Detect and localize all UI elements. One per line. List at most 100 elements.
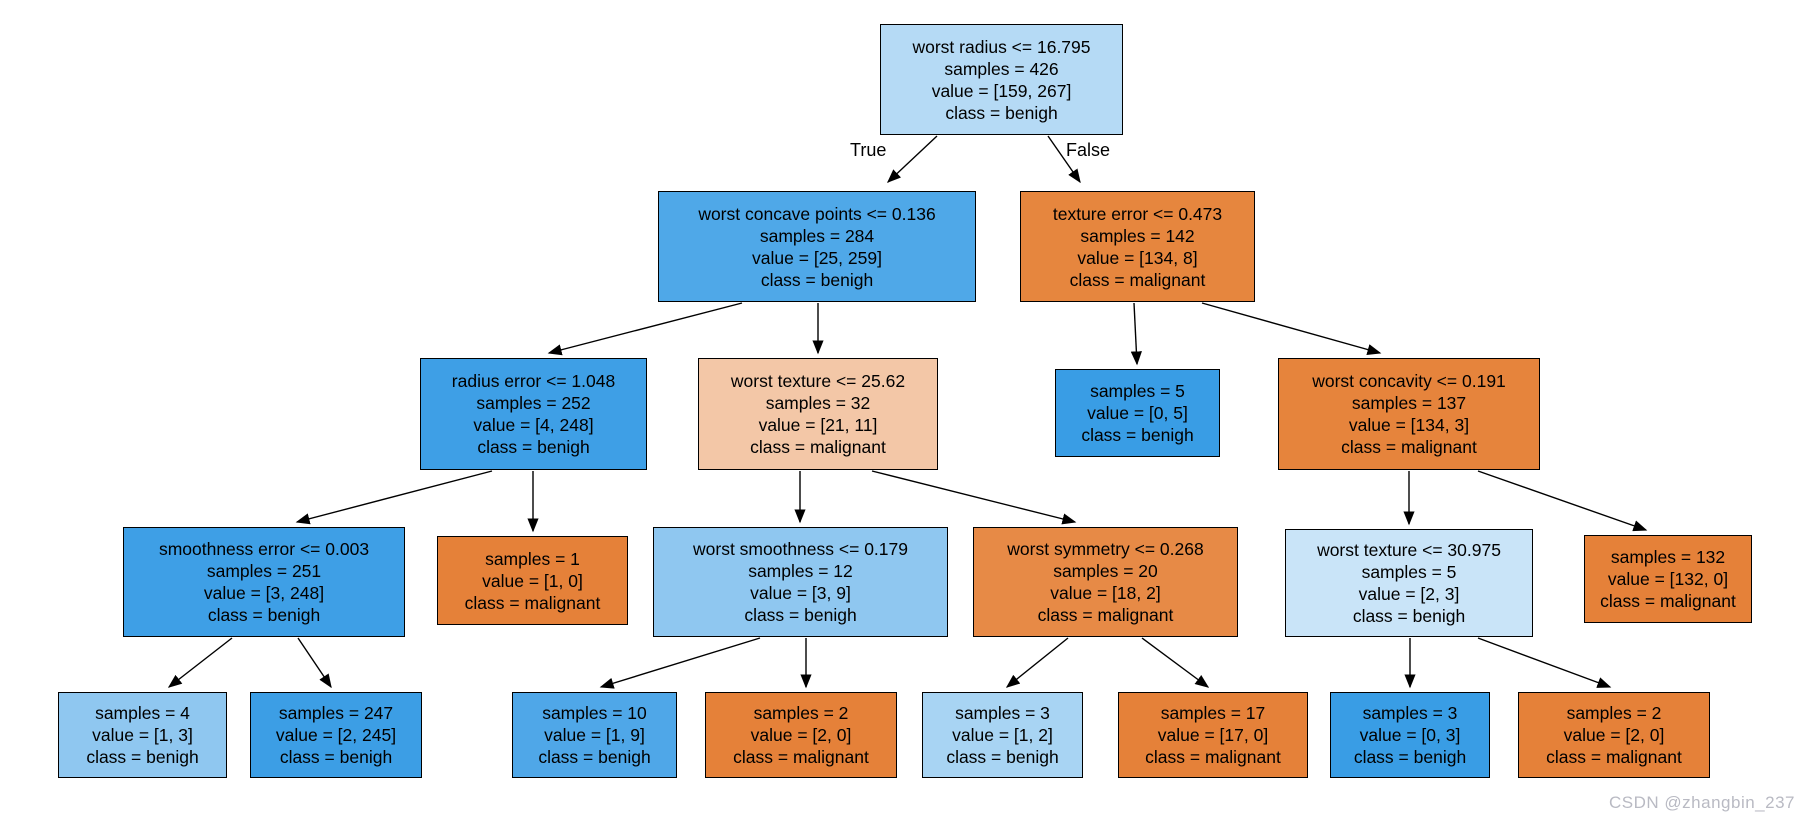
edge-n2-n6	[1201, 302, 1382, 355]
node-samples: samples = 2	[753, 703, 849, 723]
node-class: class = benigh	[477, 437, 590, 457]
node-value: value = [1, 9]	[544, 725, 645, 745]
tree-node-n2: texture error <= 0.473 samples = 142 val…	[1020, 191, 1255, 302]
tree-leaf-n5: samples = 5 value = [0, 5] class = benig…	[1055, 369, 1220, 457]
tree-leaf-n17: samples = 3 value = [1, 2] class = benig…	[922, 692, 1083, 778]
node-value: value = [1, 2]	[952, 725, 1053, 745]
node-class: class = benigh	[207, 605, 321, 625]
tree-node-n7: smoothness error <= 0.003 samples = 251 …	[123, 527, 405, 637]
node-samples: samples = 137	[1351, 393, 1467, 413]
edge-n7-n14	[297, 637, 332, 689]
node-value: value = [18, 2]	[1050, 583, 1161, 603]
edge-n7-n13	[167, 637, 233, 688]
node-value: value = [159, 267]	[931, 80, 1072, 101]
edge-n4-n10	[871, 470, 1077, 525]
node-class: class = malignant	[464, 592, 601, 613]
edge-n9-n15	[599, 637, 761, 689]
edge-n2-n5	[1130, 302, 1142, 366]
node-value: value = [1, 0]	[482, 570, 583, 591]
node-value: value = [17, 0]	[1157, 725, 1269, 745]
node-samples: samples = 3	[955, 703, 1050, 723]
node-value: value = [3, 248]	[203, 583, 325, 603]
edge-label-false: False	[1066, 140, 1111, 160]
node-class: class = benigh	[744, 605, 857, 625]
node-class: class = malignant	[1069, 269, 1206, 290]
node-samples: samples = 5	[1090, 381, 1185, 401]
node-condition: smoothness error <= 0.003	[158, 539, 370, 559]
node-value: value = [1, 3]	[92, 725, 193, 745]
node-value: value = [0, 3]	[1359, 725, 1461, 745]
tree-leaf-n20: samples = 2 value = [2, 0] class = malig…	[1518, 692, 1710, 778]
tree-node-n11: worst texture <= 30.975 samples = 5 valu…	[1285, 529, 1533, 637]
edge-n3-n7	[295, 470, 493, 525]
node-condition: radius error <= 1.048	[451, 371, 616, 391]
node-class: class = benigh	[538, 747, 651, 767]
tree-node-n6: worst concavity <= 0.191 samples = 137 v…	[1278, 358, 1540, 470]
tree-node-n10: worst symmetry <= 0.268 samples = 20 val…	[973, 527, 1238, 637]
node-samples: samples = 2	[1566, 703, 1662, 723]
node-value: value = [2, 245]	[275, 725, 397, 745]
tree-node-n4: worst texture <= 25.62 samples = 32 valu…	[698, 358, 938, 470]
node-samples: samples = 20	[1053, 561, 1158, 581]
node-value: value = [2, 0]	[750, 725, 852, 745]
node-class: class = malignant	[733, 747, 869, 767]
edge-n11-n20	[1477, 637, 1612, 688]
tree-leaf-n15: samples = 10 value = [1, 9] class = beni…	[512, 692, 677, 778]
tree-leaf-n19: samples = 3 value = [0, 3] class = benig…	[1330, 692, 1490, 778]
node-condition: worst texture <= 30.975	[1317, 540, 1501, 560]
node-class: class = benigh	[1081, 425, 1194, 445]
node-value: value = [132, 0]	[1607, 569, 1729, 589]
tree-node-n3: radius error <= 1.048 samples = 252 valu…	[420, 358, 647, 470]
edge-n1-n3	[547, 302, 743, 356]
node-condition: worst smoothness <= 0.179	[693, 539, 908, 559]
node-class: class = malignant	[1037, 605, 1174, 625]
node-samples: samples = 247	[278, 703, 394, 723]
node-samples: samples = 1	[485, 548, 580, 569]
node-class: class = benigh	[946, 747, 1059, 767]
csdn-watermark: CSDN @zhangbin_237	[1609, 793, 1795, 812]
node-samples: samples = 251	[206, 561, 322, 581]
node-samples: samples = 32	[765, 393, 871, 413]
tree-leaf-n13: samples = 4 value = [1, 3] class = benig…	[58, 692, 227, 778]
node-value: value = [134, 8]	[1077, 247, 1198, 268]
tree-leaf-n18: samples = 17 value = [17, 0] class = mal…	[1118, 692, 1308, 778]
edge-n6-n12	[1477, 470, 1648, 532]
node-samples: samples = 5	[1361, 562, 1457, 582]
node-class: class = malignant	[1546, 747, 1682, 767]
node-condition: worst radius <= 16.795	[912, 36, 1091, 57]
tree-node-n9: worst smoothness <= 0.179 samples = 12 v…	[653, 527, 948, 637]
node-samples: samples = 12	[748, 561, 853, 581]
node-samples: samples = 17	[1160, 703, 1266, 723]
tree-leaf-n12: samples = 132 value = [132, 0] class = m…	[1584, 535, 1752, 623]
node-samples: samples = 426	[944, 58, 1059, 79]
node-class: class = benigh	[1352, 606, 1466, 626]
tree-leaf-n14: samples = 247 value = [2, 245] class = b…	[250, 692, 422, 778]
node-value: value = [4, 248]	[473, 415, 594, 435]
node-value: value = [134, 3]	[1348, 415, 1470, 435]
node-condition: texture error <= 0.473	[1052, 203, 1223, 224]
edge-label-true: True	[850, 140, 887, 160]
node-class: class = benigh	[279, 747, 393, 767]
node-samples: samples = 142	[1080, 225, 1195, 246]
node-samples: samples = 4	[95, 703, 190, 723]
node-samples: samples = 284	[759, 225, 875, 246]
node-class: class = benigh	[86, 747, 199, 767]
node-value: value = [3, 9]	[750, 583, 851, 603]
tree-node-root: worst radius <= 16.795 samples = 426 val…	[880, 24, 1123, 135]
node-class: class = malignant	[750, 437, 886, 457]
tree-leaf-n8: samples = 1 value = [1, 0] class = malig…	[437, 536, 628, 625]
node-value: value = [25, 259]	[752, 247, 882, 268]
edge-n10-n17	[1005, 637, 1069, 688]
node-class: class = malignant	[1600, 591, 1736, 611]
node-samples: samples = 132	[1610, 547, 1726, 567]
node-class: class = benigh	[760, 269, 874, 290]
node-class: class = malignant	[1145, 747, 1281, 767]
node-value: value = [21, 11]	[758, 415, 878, 435]
node-condition: worst texture <= 25.62	[730, 371, 906, 391]
edge-n0-n1	[886, 135, 938, 183]
node-samples: samples = 3	[1362, 703, 1458, 723]
node-value: value = [0, 5]	[1087, 403, 1188, 423]
node-value: value = [2, 3]	[1358, 584, 1460, 604]
node-class: class = benigh	[1353, 747, 1467, 767]
